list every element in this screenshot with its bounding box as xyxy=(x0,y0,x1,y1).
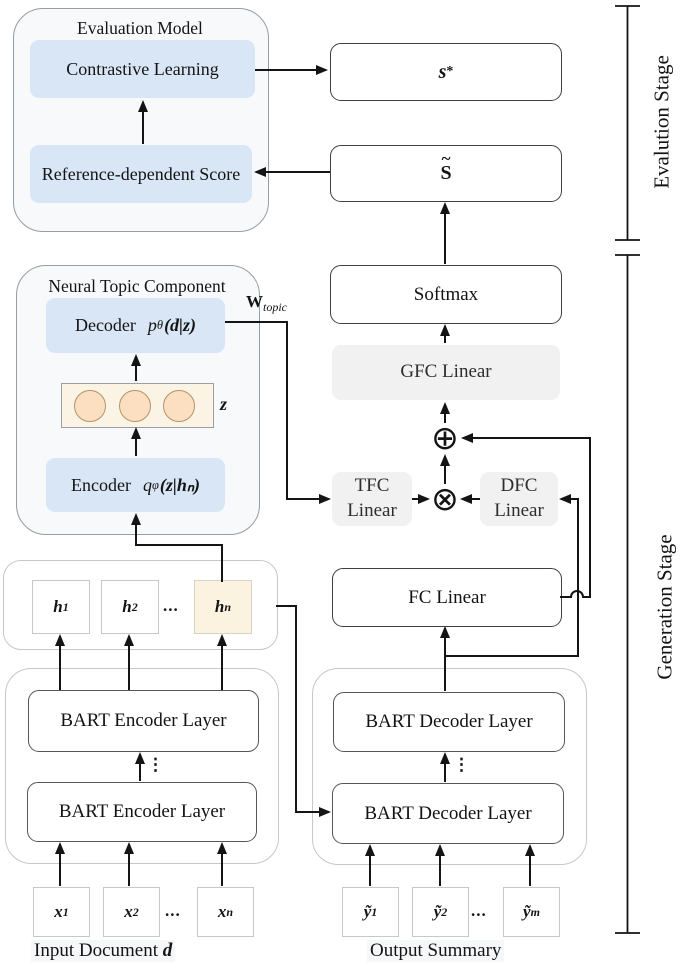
gfc-linear-box: GFC Linear xyxy=(332,345,560,400)
fc-linear-box: FC Linear xyxy=(332,568,562,627)
bart-encoder-layer-top: BART Encoder Layer xyxy=(28,690,259,752)
output-tokens-ellipsis: ... xyxy=(471,901,487,920)
input-document-caption: Input Document d xyxy=(31,940,176,962)
bart-decoder-layer-bottom: BART Decoder Layer xyxy=(332,783,564,844)
encoder-stack-ellipsis: ⋮ xyxy=(147,755,164,774)
dfc-linear-box: DFC Linear xyxy=(480,472,558,526)
softmax-box: Softmax xyxy=(330,265,562,324)
neural-topic-component-title: Neural Topic Component xyxy=(48,276,226,296)
s-star-box: s* xyxy=(330,43,562,101)
generation-stage-label: Generation Stage xyxy=(652,534,677,680)
w-topic-label: Wtopic xyxy=(246,292,287,314)
evaluation-model-title: Evaluation Model xyxy=(77,18,203,38)
decoder-stack-ellipsis: ⋮ xyxy=(453,755,470,774)
bart-decoder-layer-top: BART Decoder Layer xyxy=(333,692,565,752)
elementwise-product-icon: ⊗ xyxy=(431,479,459,518)
s-star-symbol: s xyxy=(438,60,447,83)
s-tilde-box: ~S xyxy=(330,145,562,202)
input-tokens-ellipsis: ... xyxy=(165,901,181,920)
tfc-linear-box: TFC Linear xyxy=(332,472,412,526)
latent-node-circle xyxy=(163,390,195,422)
elementwise-sum-icon: ⊕ xyxy=(431,418,459,457)
evaluation-stage-label: Evalution Stage xyxy=(649,55,674,189)
hidden-states-ellipsis: ... xyxy=(163,596,179,615)
latent-node-circle xyxy=(74,390,106,422)
s-star-superscript: * xyxy=(446,64,454,79)
output-summary-caption: Output Summary xyxy=(367,940,505,962)
generation-stage-bracket xyxy=(615,254,640,934)
latent-node-circle xyxy=(119,390,151,422)
evaluation-stage-bracket xyxy=(615,5,640,241)
contrastive-learning-box: Contrastive Learning xyxy=(30,40,255,98)
z-label: z xyxy=(220,394,228,414)
latent-z-strip xyxy=(61,383,214,428)
reference-dependent-score-box: Reference-dependent Score xyxy=(30,145,252,203)
bart-encoder-layer-bottom: BART Encoder Layer xyxy=(27,782,257,842)
s-tilde-symbol: ~S xyxy=(440,149,452,184)
